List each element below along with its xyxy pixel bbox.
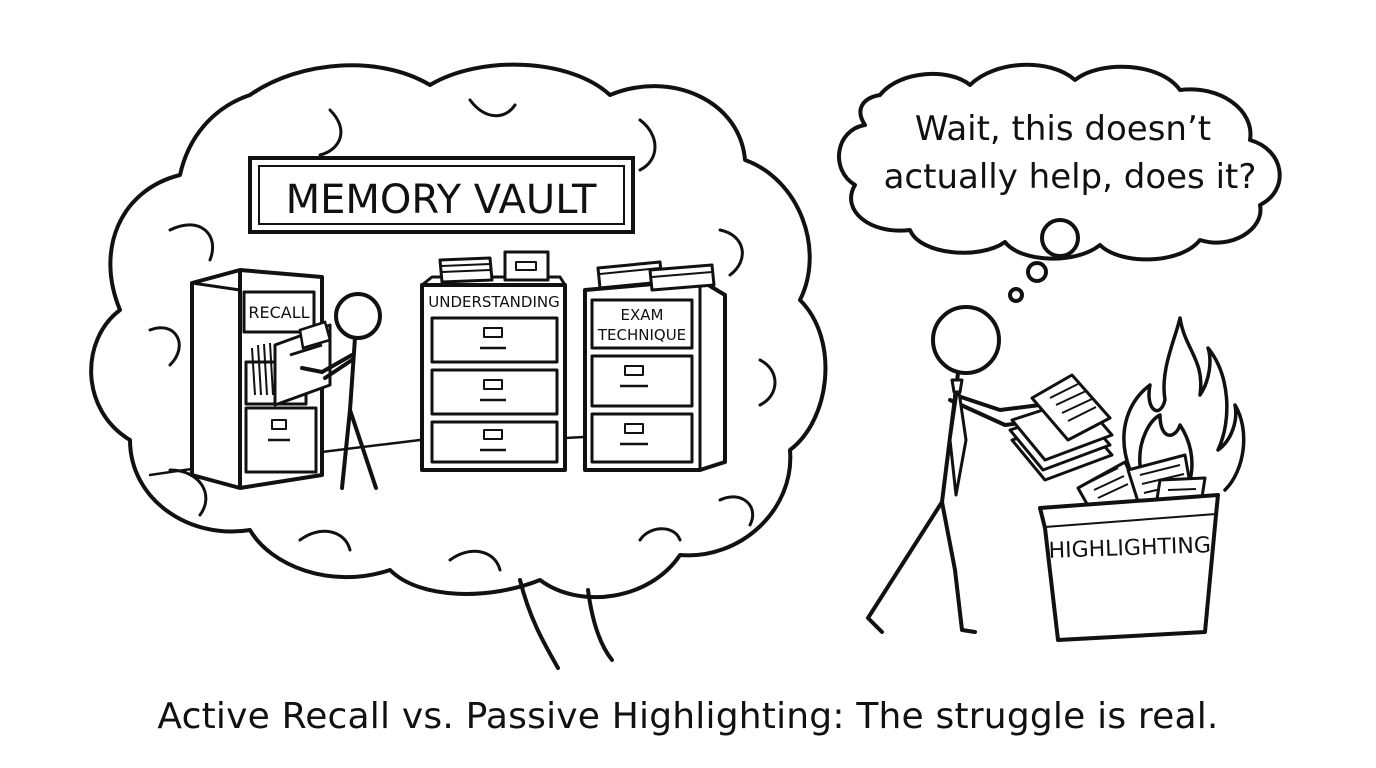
stick-figure-filing: [298, 292, 382, 490]
recall-cabinet: RECALL: [190, 268, 332, 490]
thought-line2: actually help, does it?: [884, 157, 1257, 197]
memory-vault-sign: MEMORY VAULT: [248, 156, 635, 234]
caption: Active Recall vs. Passive Highlighting: …: [157, 696, 1219, 737]
highlighting-bin: HIGHLIGHTING: [1038, 493, 1220, 642]
exam-technique-cabinet: EXAM TECHNIQUE: [583, 260, 727, 472]
memory-vault-text: MEMORY VAULT: [286, 177, 597, 223]
brain: [89, 62, 828, 670]
thought-line1: Wait, this doesn’t: [915, 109, 1211, 149]
bin-label: HIGHLIGHTING: [1048, 533, 1211, 564]
flames: [1122, 316, 1246, 492]
understanding-cabinet: UNDERSTANDING: [420, 250, 567, 472]
exam-label-line1: EXAM: [621, 306, 664, 324]
highlighted-notes-stack: [1008, 373, 1114, 482]
recall-files: [251, 342, 274, 396]
recall-label: RECALL: [248, 303, 309, 322]
thought-bubble: Wait, this doesn’t actually help, does i…: [837, 62, 1282, 303]
exam-label-line2: TECHNIQUE: [597, 326, 686, 344]
stick-figure-thinking: [866, 305, 1047, 634]
understanding-label: UNDERSTANDING: [428, 293, 559, 311]
